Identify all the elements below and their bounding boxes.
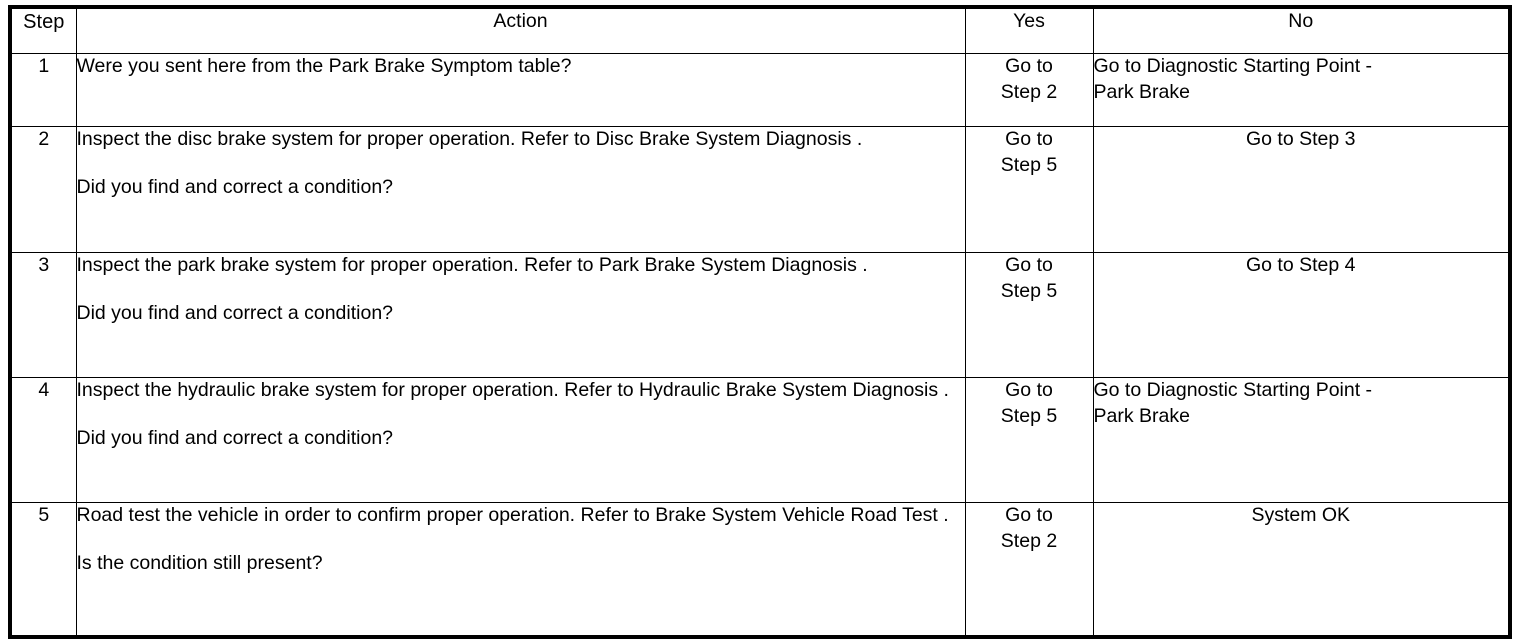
step-number: 1	[9, 53, 77, 127]
no-cell: Go to Diagnostic Starting Point - Park B…	[1092, 53, 1511, 127]
table-body: 1 Were you sent here from the Park Brake…	[9, 53, 1511, 637]
table-row: 5 Road test the vehicle in order to conf…	[9, 502, 1511, 637]
table-row: 4 Inspect the hydraulic brake system for…	[9, 377, 1511, 503]
step-number: 3	[9, 252, 77, 378]
action-question: Is the condition still present?	[76, 551, 323, 574]
table-row: 2 Inspect the disc brake system for prop…	[9, 126, 1511, 253]
column-header-yes: Yes	[964, 6, 1094, 54]
yes-cell: Go to Step 5	[964, 252, 1094, 378]
action-cell: Inspect the park brake system for proper…	[75, 252, 966, 378]
action-question: Did you find and correct a condition?	[76, 175, 394, 198]
action-spacer	[77, 279, 965, 301]
action-cell: Were you sent here from the Park Brake S…	[75, 53, 966, 127]
table-row: 3 Inspect the park brake system for prop…	[9, 252, 1511, 378]
action-question: Did you find and correct a condition?	[76, 301, 394, 324]
no-cell: Go to Step 4	[1092, 252, 1511, 378]
action-text: Inspect the disc brake system for proper…	[76, 128, 863, 150]
step-number: 2	[9, 126, 77, 253]
no-cell: Go to Diagnostic Starting Point - Park B…	[1092, 377, 1511, 503]
header-row: Step Action Yes No	[9, 6, 1511, 54]
action-spacer	[77, 529, 965, 551]
column-header-step: Step	[9, 6, 77, 54]
park-brake-diagnostic-table: Step Action Yes No 1 Were you sent here …	[8, 5, 1512, 639]
yes-cell: Go to Step 5	[964, 377, 1094, 503]
column-header-no: No	[1092, 6, 1511, 54]
no-cell: Go to Step 3	[1092, 126, 1511, 253]
action-spacer	[77, 404, 965, 426]
action-question: Did you find and correct a condition?	[76, 426, 394, 449]
action-spacer	[77, 153, 965, 175]
action-text: Inspect the hydraulic brake system for p…	[76, 379, 949, 401]
yes-cell: Go to Step 2	[964, 502, 1094, 637]
table-row: 1 Were you sent here from the Park Brake…	[9, 53, 1511, 127]
action-cell: Inspect the hydraulic brake system for p…	[75, 377, 966, 503]
yes-cell: Go to Step 5	[964, 126, 1094, 253]
action-cell: Inspect the disc brake system for proper…	[75, 126, 966, 253]
table-header: Step Action Yes No	[9, 6, 1511, 54]
step-number: 5	[9, 502, 77, 637]
action-text: Inspect the park brake system for proper…	[76, 254, 868, 276]
action-text: Road test the vehicle in order to confir…	[76, 504, 949, 526]
action-text: Were you sent here from the Park Brake S…	[76, 55, 572, 77]
yes-cell: Go to Step 2	[964, 53, 1094, 127]
no-cell: System OK	[1092, 502, 1511, 637]
action-cell: Road test the vehicle in order to confir…	[75, 502, 966, 637]
column-header-action: Action	[75, 6, 966, 54]
step-number: 4	[9, 377, 77, 503]
